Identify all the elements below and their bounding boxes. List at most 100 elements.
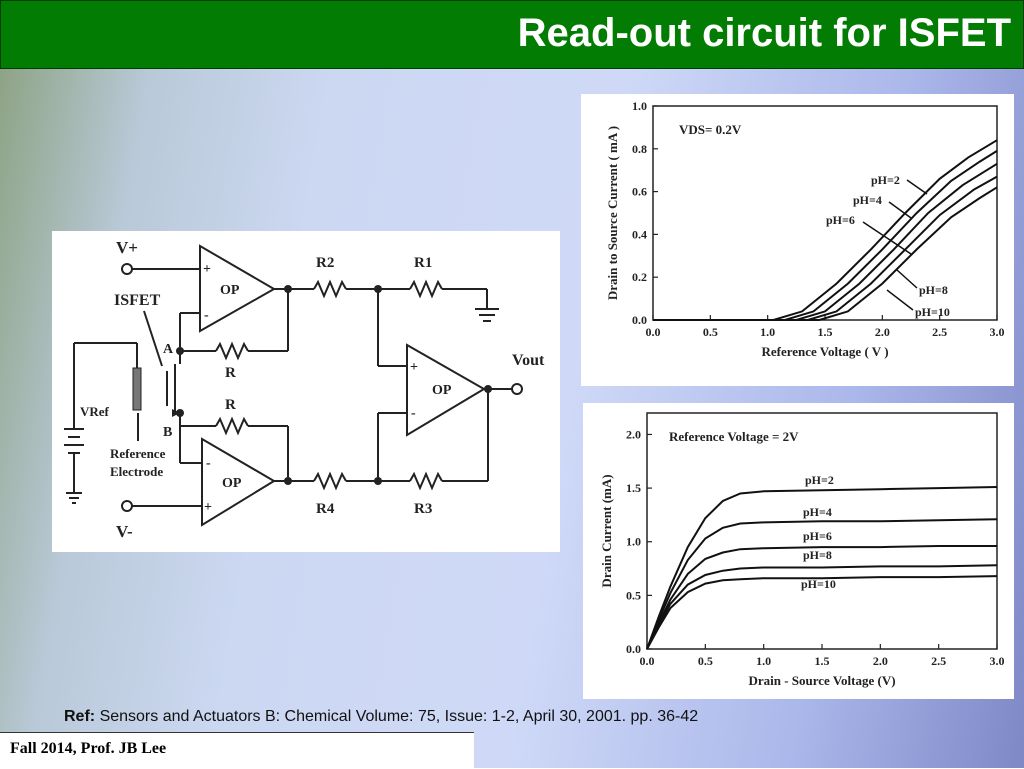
- resistor-r-top: [215, 341, 249, 361]
- x-tick-label: 0.5: [698, 654, 713, 668]
- ref-text: Sensors and Actuators B: Chemical Volume…: [99, 708, 699, 725]
- x-tick-label: 0.0: [646, 325, 661, 339]
- x-axis-label: Reference Voltage ( V ): [761, 344, 888, 359]
- out-op-label: OP: [432, 383, 452, 398]
- y-tick-label: 2.0: [626, 427, 641, 441]
- x-tick-label: 1.5: [815, 654, 830, 668]
- x-tick-label: 1.0: [760, 325, 775, 339]
- series-label: pH=8: [803, 548, 832, 562]
- title-bar: Read-out circuit for ISFET: [0, 0, 1024, 69]
- series-line: [653, 139, 998, 321]
- vref-label: VRef: [80, 404, 110, 419]
- bottom-op-label: OP: [222, 476, 242, 491]
- series-line: [646, 486, 998, 650]
- series-line: [653, 186, 998, 321]
- x-tick-label: 2.0: [875, 325, 890, 339]
- chart-annotation: Reference Voltage = 2V: [669, 429, 799, 444]
- y-tick-label: 0.2: [632, 270, 647, 284]
- y-tick-label: 1.0: [626, 535, 641, 549]
- vplus-terminal: [121, 263, 133, 275]
- x-tick-label: 1.0: [756, 654, 771, 668]
- series-label-pointer: [888, 201, 912, 219]
- x-tick-label: 0.5: [703, 325, 718, 339]
- resistor-r3: [409, 471, 443, 491]
- x-tick-label: 2.5: [932, 325, 947, 339]
- series-label-pointer: [862, 221, 912, 255]
- series-label: pH=10: [915, 305, 950, 319]
- slide-title: Read-out circuit for ISFET: [517, 11, 1011, 55]
- chart-annotation: VDS= 0.2V: [679, 122, 742, 137]
- resistor-r-bottom: [215, 416, 249, 436]
- ref-electrode-label-1: Reference: [110, 446, 166, 461]
- footer: Fall 2014, Prof. JB Lee: [0, 732, 474, 769]
- series-label: pH=2: [871, 173, 900, 187]
- node-a-label: A: [163, 342, 174, 357]
- series-label: pH=6: [826, 213, 855, 227]
- bottom-op-plus: +: [204, 500, 212, 515]
- y-tick-label: 0.6: [632, 185, 647, 199]
- node-b-label: B: [163, 425, 172, 440]
- vminus-terminal: [121, 500, 133, 512]
- series-line: [646, 564, 998, 650]
- chart1-svg: 0.0 0.5 1.0 1.5 2.0 2.5 3.0 0.0 0.2 0.4 0.6 0.8 1.0R…: [605, 99, 1005, 359]
- r3-label: R3: [414, 501, 432, 517]
- series-line: [653, 150, 998, 321]
- ref-label: Ref:: [64, 708, 96, 725]
- vminus-label: V-: [116, 522, 133, 541]
- x-tick-label: 0.0: [640, 654, 655, 668]
- y-tick-label: 0.8: [632, 142, 647, 156]
- series-label: pH=10: [801, 577, 836, 591]
- r4-label: R4: [316, 501, 335, 517]
- r1-label: R1: [414, 255, 432, 271]
- out-op-minus: -: [411, 406, 416, 421]
- y-tick-label: 1.0: [632, 99, 647, 113]
- circuit-diagram: V+ ISFET A B VRef Reference Electrode V-…: [52, 231, 560, 552]
- resistor-r2: [313, 279, 347, 299]
- y-tick-label: 0.0: [626, 642, 641, 656]
- footer-text: Fall 2014, Prof. JB Lee: [10, 740, 167, 757]
- series-line: [653, 175, 998, 321]
- vout-label: Vout: [512, 352, 545, 369]
- series-line: [646, 518, 998, 650]
- circuit-svg: V+ ISFET A B VRef Reference Electrode V-…: [64, 238, 545, 541]
- x-tick-label: 2.5: [931, 654, 946, 668]
- resistor-r1: [409, 279, 443, 299]
- y-axis-label: Drain to Source Current ( mA ): [605, 126, 620, 300]
- out-op-plus: +: [410, 360, 418, 375]
- x-axis-label: Drain - Source Voltage (V): [748, 673, 895, 688]
- r-bottom-label: R: [225, 397, 236, 413]
- bottom-opamp: [201, 437, 276, 527]
- resistor-r4: [313, 471, 347, 491]
- x-tick-label: 3.0: [990, 654, 1005, 668]
- top-op-plus: +: [203, 262, 211, 277]
- output-opamp: [406, 343, 486, 437]
- series-line: [646, 545, 997, 650]
- y-tick-label: 0.0: [632, 313, 647, 327]
- vplus-label: V+: [116, 238, 138, 257]
- r2-label: R2: [316, 255, 334, 271]
- bottom-op-minus: -: [206, 456, 211, 471]
- series-label: pH=6: [803, 529, 832, 543]
- y-tick-label: 1.5: [626, 481, 641, 495]
- series-label: pH=4: [803, 505, 832, 519]
- y-axis-label: Drain Current (mA): [599, 474, 614, 587]
- top-opamp: [199, 244, 277, 333]
- isfet-label: ISFET: [114, 292, 161, 309]
- top-op-minus: -: [204, 308, 209, 323]
- series-label-pointer: [896, 269, 918, 289]
- reference-citation: Ref: Sensors and Actuators B: Chemical V…: [64, 708, 698, 726]
- vout-terminal: [511, 383, 523, 395]
- y-tick-label: 0.4: [632, 227, 647, 241]
- series-label: pH=4: [853, 193, 882, 207]
- x-tick-label: 1.5: [818, 325, 833, 339]
- series-label: pH=8: [919, 283, 948, 297]
- x-tick-label: 2.0: [873, 654, 888, 668]
- reference-electrode: [132, 367, 142, 411]
- ref-electrode-label-2: Electrode: [110, 464, 163, 479]
- y-tick-label: 0.5: [626, 588, 641, 602]
- x-tick-label: 3.0: [990, 325, 1005, 339]
- series-label-pointer: [906, 179, 928, 195]
